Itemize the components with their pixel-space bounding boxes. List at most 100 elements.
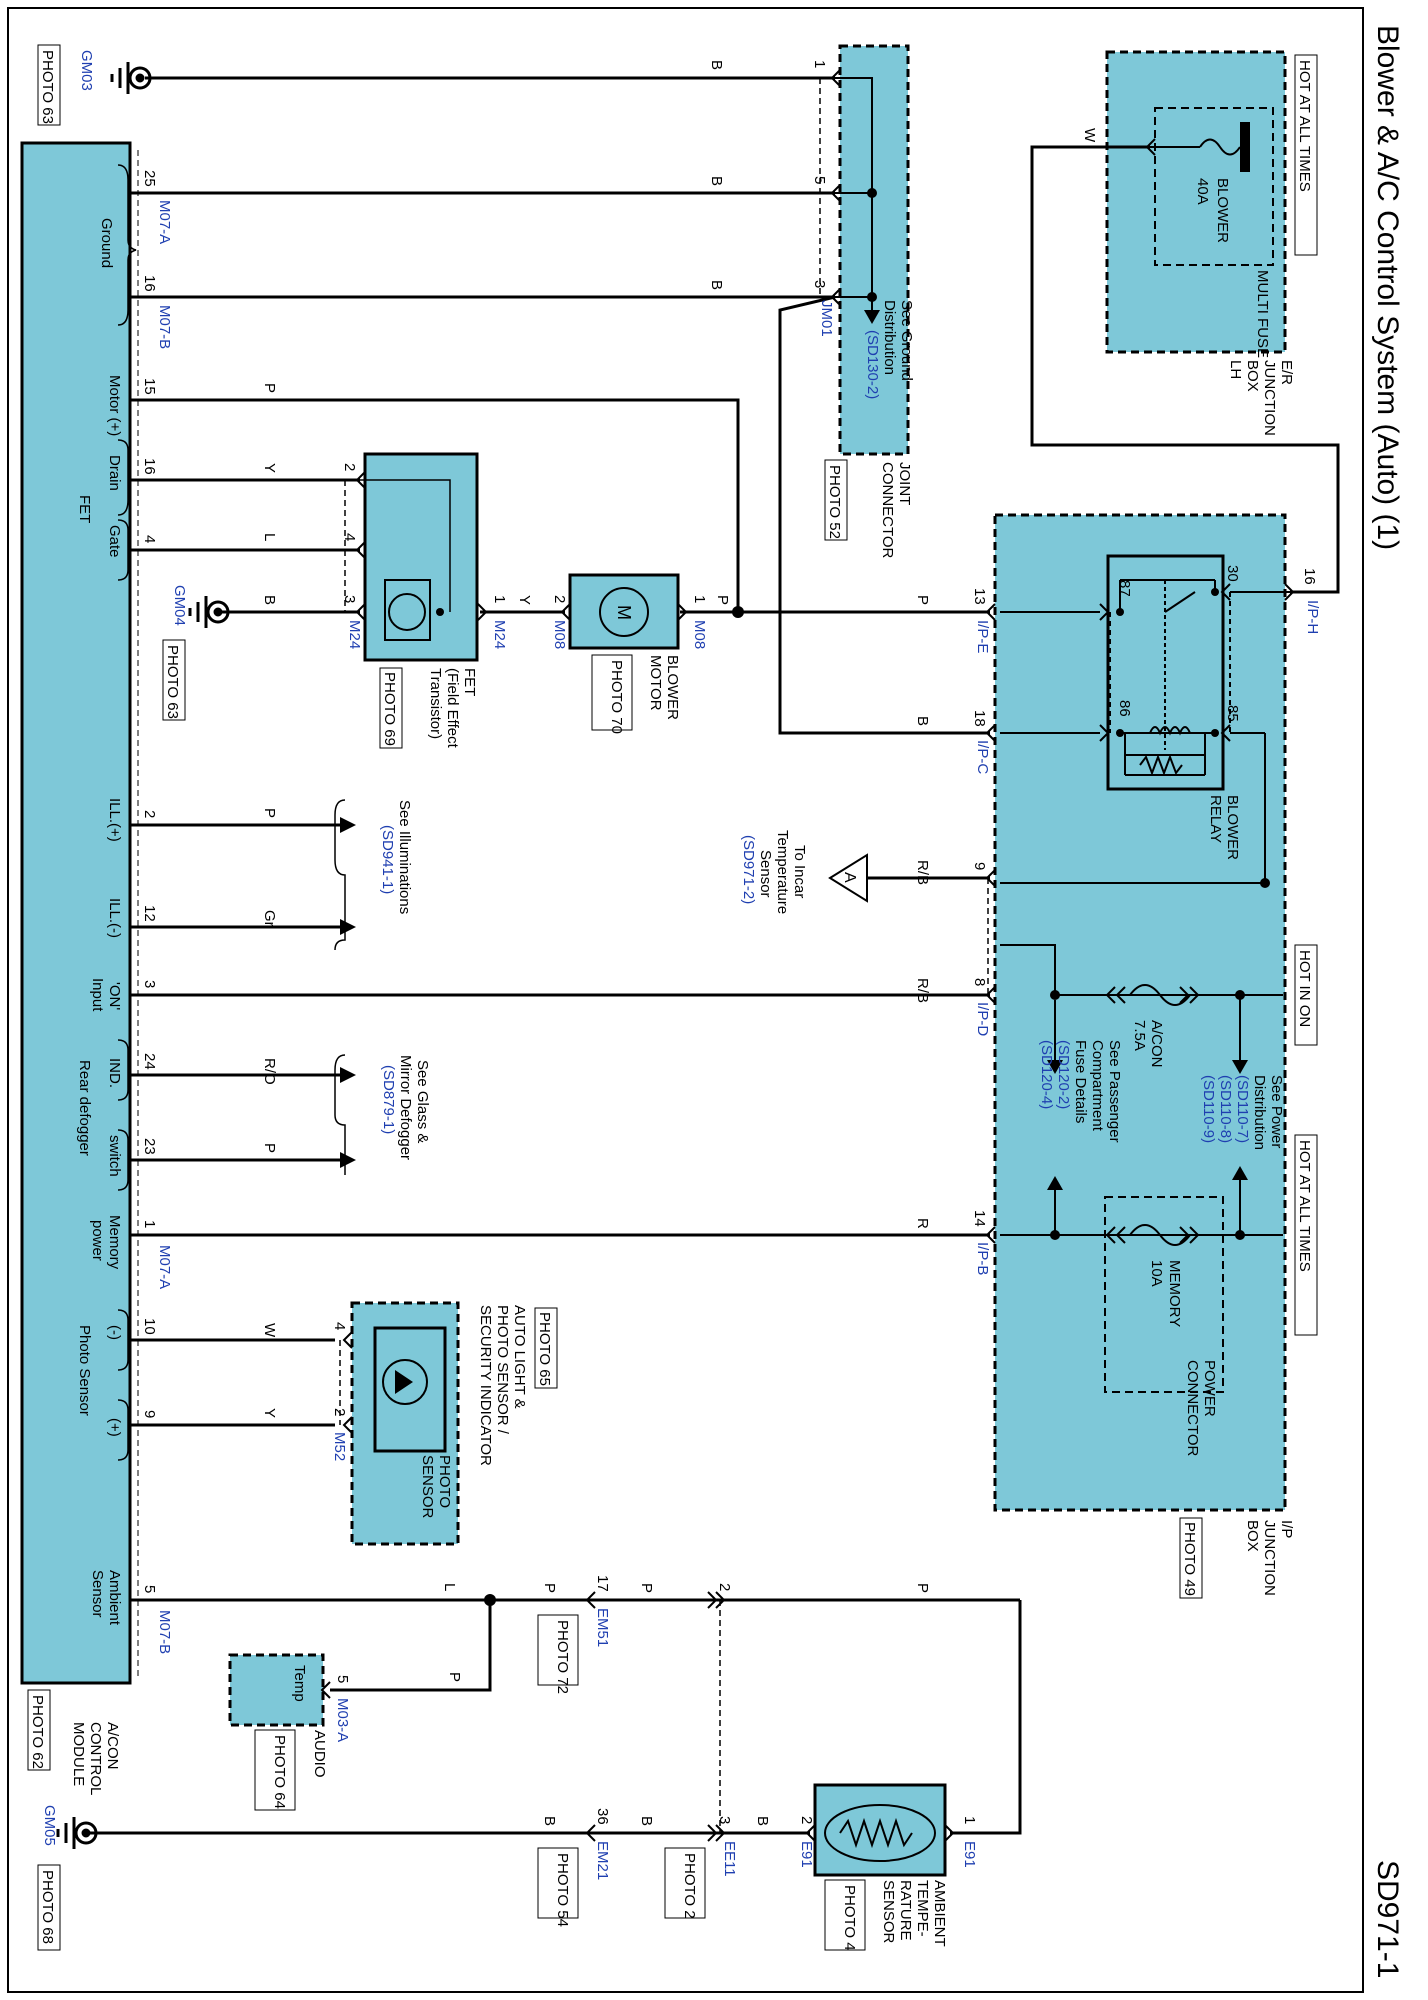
page-title: Blower & A/C Control System (Auto) (1) (1371, 25, 1404, 550)
fet-label-2: (Field Effect (444, 668, 461, 749)
blower-motor-label-2: MOTOR (647, 655, 664, 711)
wire-em21-b: B (541, 1816, 558, 1826)
ambient-sensor-photo: PHOTO 4 (841, 1885, 858, 1951)
pin-e91-2: 2 (798, 1816, 815, 1824)
pin-m16b: 16 (141, 458, 158, 475)
fet-label-1: FET (461, 668, 478, 696)
wire-ind-ro: R/O (261, 1058, 278, 1085)
see-power-label-2: Distribution (1251, 1075, 1268, 1150)
fuse-symbols (1129, 138, 1241, 1246)
em21-photo: PHOTO 54 (554, 1853, 571, 1927)
fet-photo: PHOTO 69 (381, 672, 398, 746)
wire-switch-p: P (261, 1143, 278, 1153)
wire-ee11-p: P (638, 1583, 655, 1593)
fet-box (363, 452, 479, 662)
wire-photo-y: Y (261, 1408, 278, 1418)
module-switch: switch (106, 1135, 123, 1177)
gm03-photo: PHOTO 63 (39, 50, 56, 124)
to-incar-label-1: To Incar (791, 845, 808, 898)
pin-fet4: 4 (341, 533, 358, 541)
er-fuse-bar (1240, 122, 1250, 172)
see-glass-label-1: See Glass & (414, 1060, 431, 1143)
pin-mot1: 1 (691, 595, 708, 603)
photo-diode-symbol (382, 1359, 428, 1405)
conn-m03a: M03-A (334, 1698, 351, 1742)
wire-gate-l: L (261, 533, 278, 541)
conn-em51: EM51 (594, 1608, 611, 1647)
wire-fet-motor-y: Y (516, 595, 533, 605)
relay-pin-85: 85 (1224, 705, 1241, 722)
module-memory-power-2: power (89, 1220, 106, 1261)
er-box-label-3: BOX (1244, 360, 1261, 392)
power-connector-label-1: POWER (1201, 1360, 1218, 1417)
pin-m24: 24 (141, 1053, 158, 1070)
joint-connector-box (838, 44, 910, 456)
wire-motor-ip-p: P (714, 595, 731, 605)
wire-e91-b: B (754, 1816, 771, 1826)
blower-motor-photo: PHOTO 70 (608, 660, 625, 734)
conn-iph: I/P-H (1304, 600, 1321, 634)
conn-m07a: M07-A (156, 200, 173, 244)
er-box-label-4: LH (1227, 360, 1244, 379)
audio-label: AUDIO (311, 1730, 328, 1778)
photo-sensor-inner (373, 1326, 447, 1453)
pin-j1: 1 (811, 60, 828, 68)
module-gate: Gate (106, 525, 123, 558)
hot-in-on-label: HOT IN ON (1296, 950, 1313, 1027)
see-passenger-label-1: See Passenger (1106, 1040, 1123, 1143)
module-motor-plus: Motor (+) (106, 375, 123, 436)
ee11-photo: PHOTO 2 (681, 1853, 698, 1919)
hot-at-all-times-label-2: HOT AT ALL TIMES (1296, 1140, 1313, 1272)
memory-fuse-amp: 10A (1148, 1260, 1165, 1287)
ip-box-photo: PHOTO 49 (1181, 1522, 1198, 1596)
conn-m08: M08 (551, 620, 568, 649)
blower-fuse-name: BLOWER (1214, 178, 1231, 243)
photo-diode-triangle (395, 1370, 413, 1394)
multi-fuse-label: MULTI FUSE (1254, 270, 1271, 358)
wire-ipe-p: P (914, 595, 931, 605)
blower-relay-box (1106, 554, 1225, 791)
ip-box-label-1: I/P (1278, 1520, 1295, 1538)
motor-symbol (599, 587, 649, 637)
pin-em51-17: 17 (594, 1575, 611, 1592)
pin-ip13: 13 (971, 588, 988, 605)
see-ground-label-1: See Ground (898, 300, 915, 381)
pin-m03a-5: 5 (334, 1675, 351, 1683)
pin-m12: 12 (141, 905, 158, 922)
ref-arrows (340, 310, 1248, 1190)
wire-photo-w: W (261, 1323, 278, 1338)
pin-m3: 3 (141, 980, 158, 988)
pin-ip9: 9 (971, 862, 988, 870)
auto-light-label-1: AUTO LIGHT & (511, 1305, 528, 1409)
offpage-a-label: A (841, 872, 858, 883)
module-ground-label: Ground (98, 218, 115, 268)
module-photo: PHOTO 62 (29, 1695, 46, 1769)
pin-m5: 5 (141, 1585, 158, 1593)
gm05-photo: PHOTO 68 (39, 1870, 56, 1944)
wire-gnd2: B (708, 176, 725, 186)
joint-connector-label-2: CONNECTOR (879, 462, 896, 559)
jm01-label: JM01 (818, 300, 835, 337)
fet-internal-lines (360, 479, 451, 612)
connector-chevrons (320, 69, 1295, 1842)
page-code: SD971-1 (1371, 1860, 1404, 1978)
conn-ipb: I/P-B (974, 1242, 991, 1275)
pin-fet3: 3 (341, 595, 358, 603)
see-passenger-label-2: Compartment (1089, 1040, 1106, 1132)
wire-gnd1: B (708, 60, 725, 70)
conn-m24-b: M24 (491, 620, 508, 649)
conn-em21: EM21 (594, 1841, 611, 1880)
relay-pin-30: 30 (1224, 565, 1241, 582)
conn-e91-b: E91 (961, 1841, 978, 1868)
aircon-fuse-amp: 7.5A (1131, 1020, 1148, 1051)
to-incar-label-3: Sensor (757, 850, 774, 898)
relay-resistor (1139, 754, 1183, 776)
pin-ee11-2: 2 (716, 1583, 733, 1591)
conn-ipc: I/P-C (974, 740, 991, 774)
er-box-label-2: JUNCTION (1261, 360, 1278, 436)
see-passenger-ref-1: (SD120-2) (1055, 1040, 1072, 1109)
pin-ip16: 16 (1301, 568, 1318, 585)
pin-fet1: 1 (491, 595, 508, 603)
acon-control-module (20, 141, 132, 1685)
